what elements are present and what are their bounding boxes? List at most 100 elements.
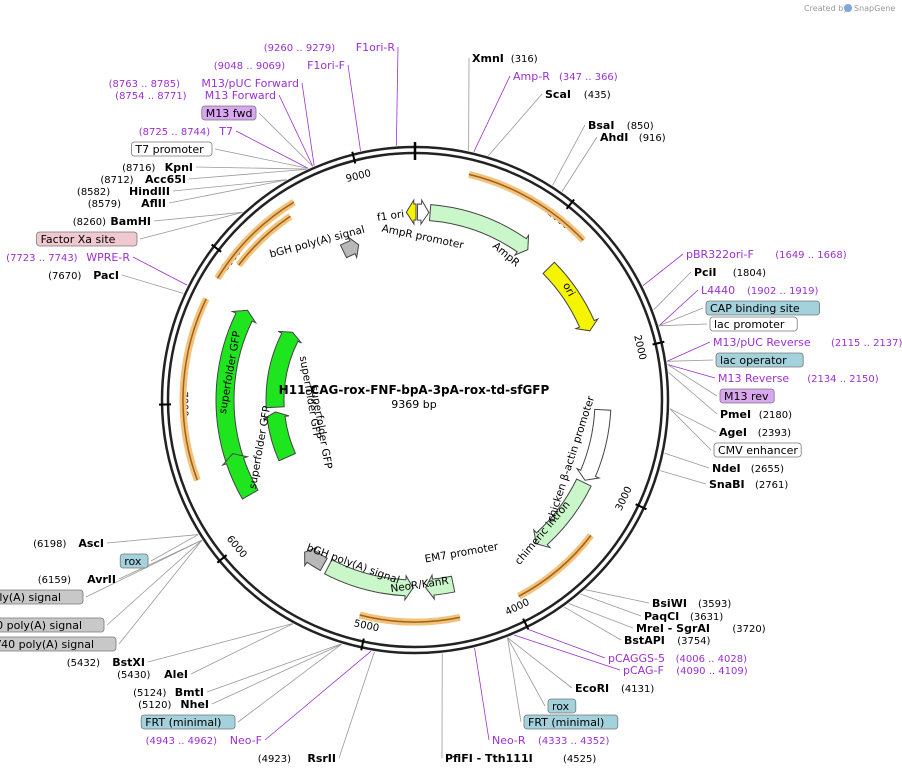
site-position: (3593) (698, 599, 731, 610)
leader-line (190, 623, 293, 675)
ampr-arrow (428, 204, 530, 257)
label-m13-forward: M13 Forward(8754 .. 8771) (115, 89, 276, 102)
orf-arc-core (238, 215, 291, 266)
tick-label: 6000 (224, 534, 249, 561)
tick-mark (565, 198, 575, 210)
leader-line (264, 650, 372, 741)
label-wpre-r: WPRE-R(7723 .. 7743) (6, 251, 130, 264)
site-position: (5124) (133, 688, 166, 699)
feature-tag-text: T7 promoter (134, 143, 204, 156)
label-t7-promoter: T7 promoter (130, 141, 213, 157)
site-position: (3631) (690, 612, 723, 623)
ori-arrow (542, 261, 600, 332)
site-name: BmtI (175, 686, 204, 699)
leader-line (195, 166, 307, 170)
leader-line (172, 179, 287, 192)
site-position: (8763 .. 8785) (109, 79, 181, 90)
site-position: (6198) (33, 539, 66, 550)
label-rox: rox (119, 553, 149, 569)
site-position: (2393) (758, 428, 791, 439)
feature-tag-box (547, 698, 577, 714)
site-name: BsaI (588, 119, 614, 132)
label-l4440: L4440(1902 .. 1919) (701, 284, 819, 297)
site-name: BstXI (112, 656, 145, 669)
tick-label: 5000 (353, 618, 380, 634)
site-name: PciI (694, 266, 716, 279)
label-cap-binding-site: CAP binding site (705, 300, 820, 316)
site-position: (8582) (77, 187, 110, 198)
feature-tag-text: Factor Xa site (41, 233, 116, 246)
leader-line (507, 637, 546, 707)
label-ndei: NdeI(2655) (712, 462, 784, 475)
feature-tag-box (0, 636, 117, 652)
leader-line (106, 539, 203, 626)
label-t7: T7(8725 .. 8744) (139, 125, 233, 138)
site-name: BstAPI (624, 634, 665, 647)
leader-line (106, 534, 199, 544)
site-position: (850) (627, 121, 654, 132)
site-position: (5430) (117, 670, 150, 681)
label-neo-f: Neo-F(4943 .. 4962) (146, 734, 262, 747)
site-name: Neo-R (492, 734, 526, 747)
feature-tag-box (201, 105, 257, 121)
label-m13-rev: M13 rev (719, 388, 775, 404)
leader-line (278, 94, 314, 167)
site-name: AscI (78, 537, 104, 550)
tick-mark (522, 618, 530, 630)
feature-tag-box (715, 352, 804, 368)
feature-label: AmpR promoter (381, 223, 466, 252)
tick-mark (652, 340, 665, 346)
leader-line (258, 112, 314, 167)
label-bsai: BsaI (850) (588, 119, 654, 132)
label-frt-minimal-: FRT (minimal) (140, 714, 236, 730)
leader-line (552, 124, 586, 186)
tick-label: 3000 (614, 485, 635, 513)
leader-line (206, 643, 342, 693)
tick-label: 9000 (345, 168, 372, 185)
label-agei: AgeI(2393) (719, 426, 791, 439)
site-name: Amp-R (513, 70, 550, 83)
feature-tag-box (523, 714, 619, 730)
leader-line (214, 148, 309, 169)
feature-tag-text: rox (124, 555, 142, 568)
leader-line (669, 408, 712, 451)
site-position: (8260) (73, 217, 106, 228)
site-position: (4525) (563, 754, 596, 765)
site-name: SnaBI (709, 478, 745, 491)
label-ecori: EcoRI(4131) (575, 682, 654, 695)
feature-tag-box (0, 617, 105, 633)
label-scai: ScaI(435) (545, 88, 611, 101)
site-position: (1649 .. 1668) (775, 250, 847, 261)
label-f1ori-f: F1ori-F(9048 .. 9069) (214, 59, 345, 72)
label-avrii: AvrII(6159) (38, 573, 116, 586)
tick-mark (360, 638, 365, 651)
leader-line (150, 534, 199, 562)
feature-tag-text: FRT (minimal) (528, 716, 604, 729)
site-position: (7670) (48, 271, 81, 282)
label-bmti: BmtI (5124) (133, 686, 204, 699)
tick-label: 4000 (504, 597, 532, 618)
site-position: (4333 .. 4352) (538, 736, 610, 747)
site-position: (9048 .. 9069) (214, 61, 286, 72)
site-name: MreI - SgrAI (636, 622, 710, 635)
feature-label: chimeric intron (513, 499, 573, 567)
site-name: WPRE-R (86, 251, 130, 264)
site-position: (8712) (100, 175, 133, 186)
leader-line (235, 130, 309, 169)
feature-tag-box (36, 231, 138, 247)
snapgene-logo-icon (844, 4, 852, 12)
feature-tag-text: rox (552, 700, 570, 713)
site-name: AhdI (600, 131, 628, 144)
label-pcii: PciI(1804) (694, 266, 766, 279)
leader-line (188, 168, 307, 180)
site-name: M13/pUC Forward (201, 77, 299, 90)
orf-arc-core (518, 534, 592, 597)
site-name: AvrII (87, 573, 116, 586)
site-position: (8716) (122, 163, 155, 174)
leader-line (666, 341, 711, 362)
feature-label: ori (560, 281, 577, 299)
feature-tag-box (719, 388, 775, 404)
site-position: (1902 .. 1919) (747, 286, 819, 297)
f1-ori-arrow (405, 198, 417, 226)
leader-line (669, 408, 717, 433)
